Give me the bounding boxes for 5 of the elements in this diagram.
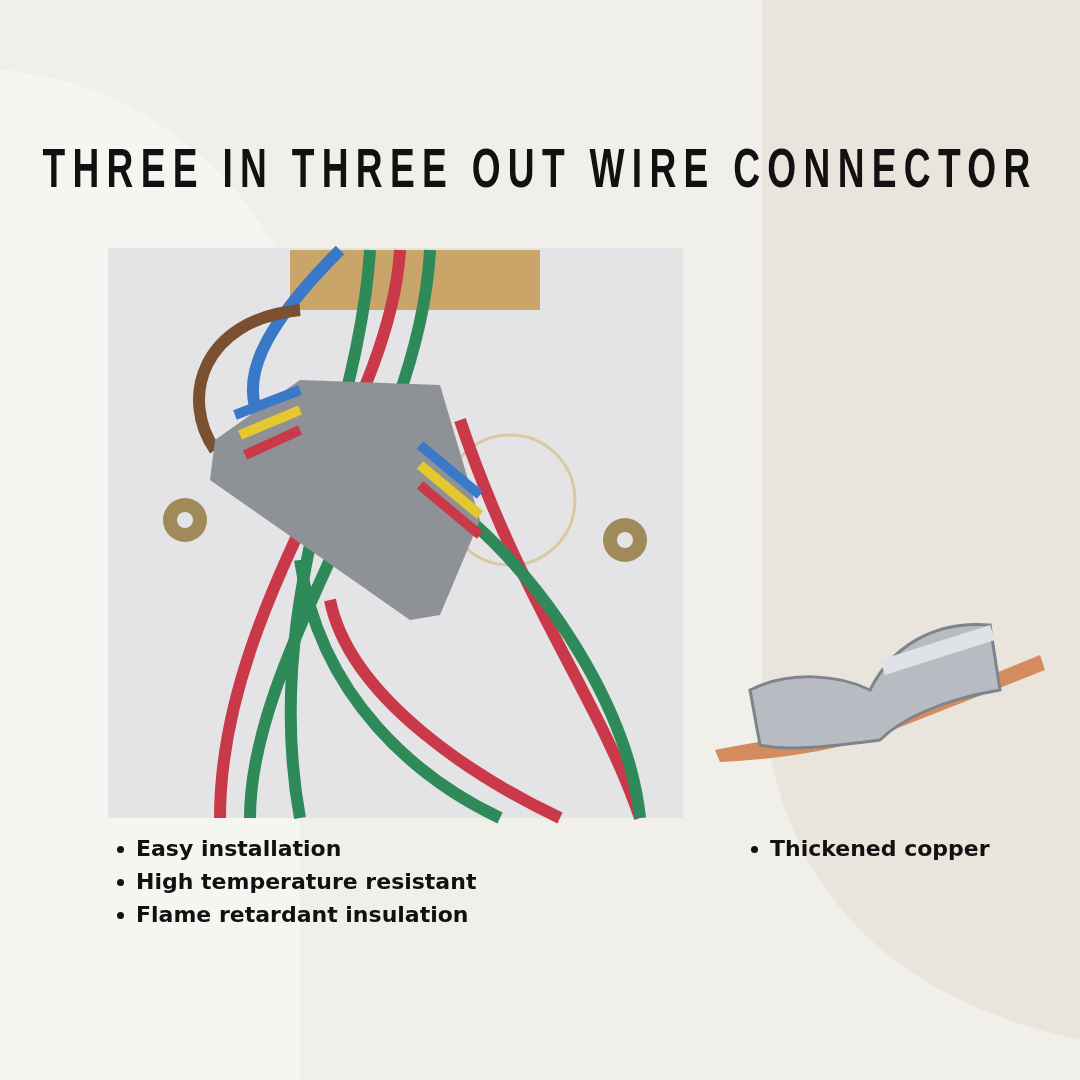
feature-list-item: Flame retardant insulation [136,902,469,929]
feature-list-item: Thickened copper [770,836,990,863]
title: THREE IN THREE OUT WIRE CONNECTOR [42,140,1038,196]
feature-list-item: High temperature resistant [136,869,477,896]
feature-list-item: Easy installation [136,836,342,863]
